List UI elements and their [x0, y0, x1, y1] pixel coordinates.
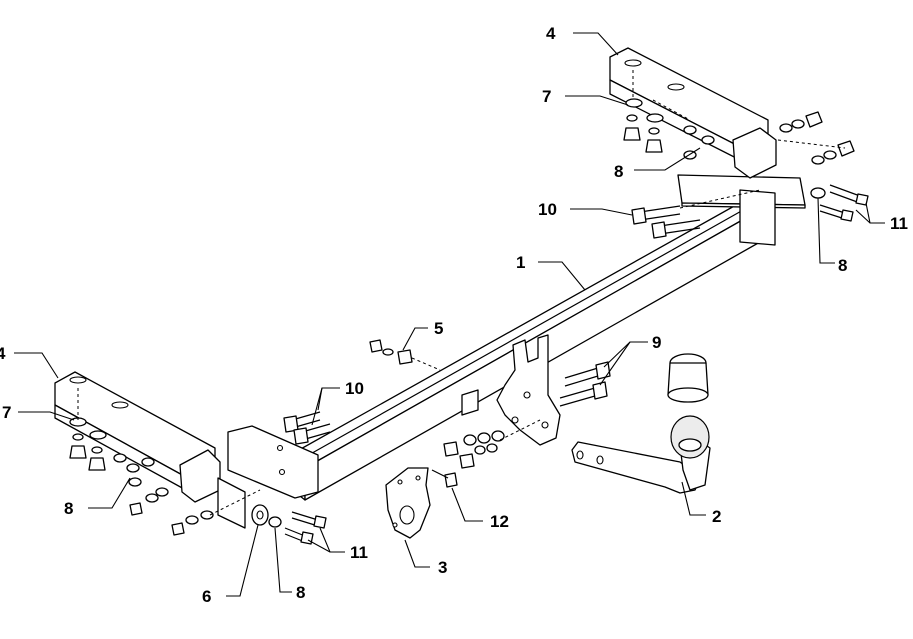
- callout-4-right: 4: [546, 24, 556, 43]
- leader-lines: [14, 32, 885, 597]
- callout-1: 1: [516, 253, 525, 272]
- callout-9: 9: [652, 333, 661, 352]
- towball-mounting-flange: [461, 334, 561, 446]
- left-side-bracket: [54, 371, 246, 529]
- callout-11-left: 11: [350, 543, 368, 562]
- callout-12: 12: [490, 512, 509, 531]
- callout-4-left: 4: [0, 344, 6, 363]
- callout-6: 6: [202, 587, 211, 606]
- callout-10-right: 10: [538, 200, 557, 219]
- socket-plate: [385, 467, 431, 539]
- towball-cap: [667, 353, 709, 403]
- callout-3: 3: [438, 558, 447, 577]
- left-end-plate: [227, 425, 319, 499]
- left-end-fasteners: [251, 504, 327, 545]
- flange-fasteners: [431, 419, 541, 488]
- part-5-fastener: [369, 339, 441, 371]
- callout-2: 2: [712, 507, 721, 526]
- callout-labels: 4 7 8 10 11 8 1 5 9 10 4 7 8 2 3 12 11 6…: [0, 24, 908, 606]
- callout-8-bottom: 8: [296, 583, 305, 602]
- callout-8-right-bottom: 8: [838, 256, 847, 275]
- callout-11-right: 11: [890, 214, 908, 233]
- right-side-bracket: [609, 47, 777, 179]
- right-end-plate: [677, 174, 806, 246]
- callout-7-left: 7: [2, 403, 11, 422]
- callout-8-right-top: 8: [614, 162, 623, 181]
- callout-5: 5: [434, 319, 443, 338]
- callout-10-left: 10: [345, 379, 364, 398]
- left-bracket-fasteners: [69, 388, 261, 536]
- towball-neck: [571, 415, 711, 494]
- bolt-set-9: [559, 361, 611, 407]
- callout-7-right: 7: [542, 87, 551, 106]
- callout-8-left: 8: [64, 499, 73, 518]
- bolt-set-10-right: [631, 189, 761, 239]
